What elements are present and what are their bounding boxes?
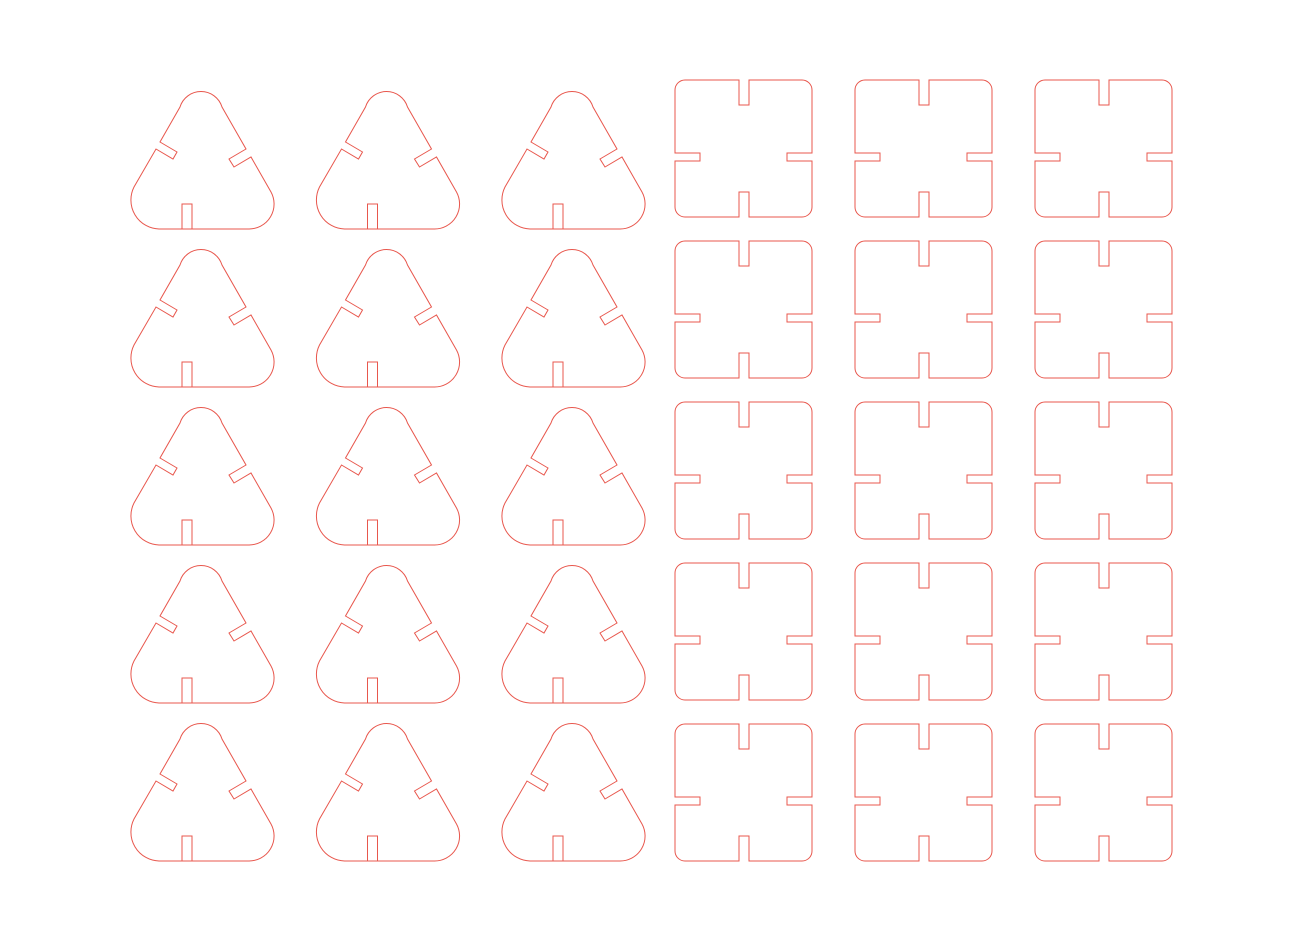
triangle-connector-piece	[315, 91, 461, 230]
triangle-connector-piece	[130, 249, 275, 388]
triangle-connector-piece	[501, 91, 646, 230]
triangle-connector-piece	[315, 723, 461, 862]
triangle-connector-piece	[130, 723, 275, 862]
square-connector-grid	[674, 79, 1173, 862]
square-connector-piece	[674, 723, 813, 862]
square-connector-piece	[854, 723, 993, 862]
square-connector-piece	[854, 562, 993, 701]
square-connector-piece	[854, 401, 993, 540]
square-connector-piece	[1034, 723, 1173, 862]
triangle-connector-piece	[501, 723, 646, 862]
square-connector-piece	[674, 562, 813, 701]
square-connector-piece	[674, 79, 813, 218]
triangle-connector-piece	[130, 407, 275, 546]
square-connector-piece	[674, 240, 813, 379]
triangle-connector-grid	[130, 91, 646, 862]
triangle-connector-piece	[315, 565, 461, 704]
square-connector-piece	[1034, 240, 1173, 379]
triangle-connector-piece	[501, 249, 646, 388]
triangle-connector-piece	[315, 249, 461, 388]
square-connector-piece	[674, 401, 813, 540]
triangle-connector-piece	[130, 91, 275, 230]
triangle-connector-piece	[501, 565, 646, 704]
square-connector-piece	[854, 240, 993, 379]
triangle-connector-piece	[315, 407, 461, 546]
square-connector-piece	[1034, 79, 1173, 218]
square-connector-piece	[1034, 562, 1173, 701]
triangle-connector-piece	[501, 407, 646, 546]
square-connector-piece	[1034, 401, 1173, 540]
triangle-connector-piece	[130, 565, 275, 704]
square-connector-piece	[854, 79, 993, 218]
